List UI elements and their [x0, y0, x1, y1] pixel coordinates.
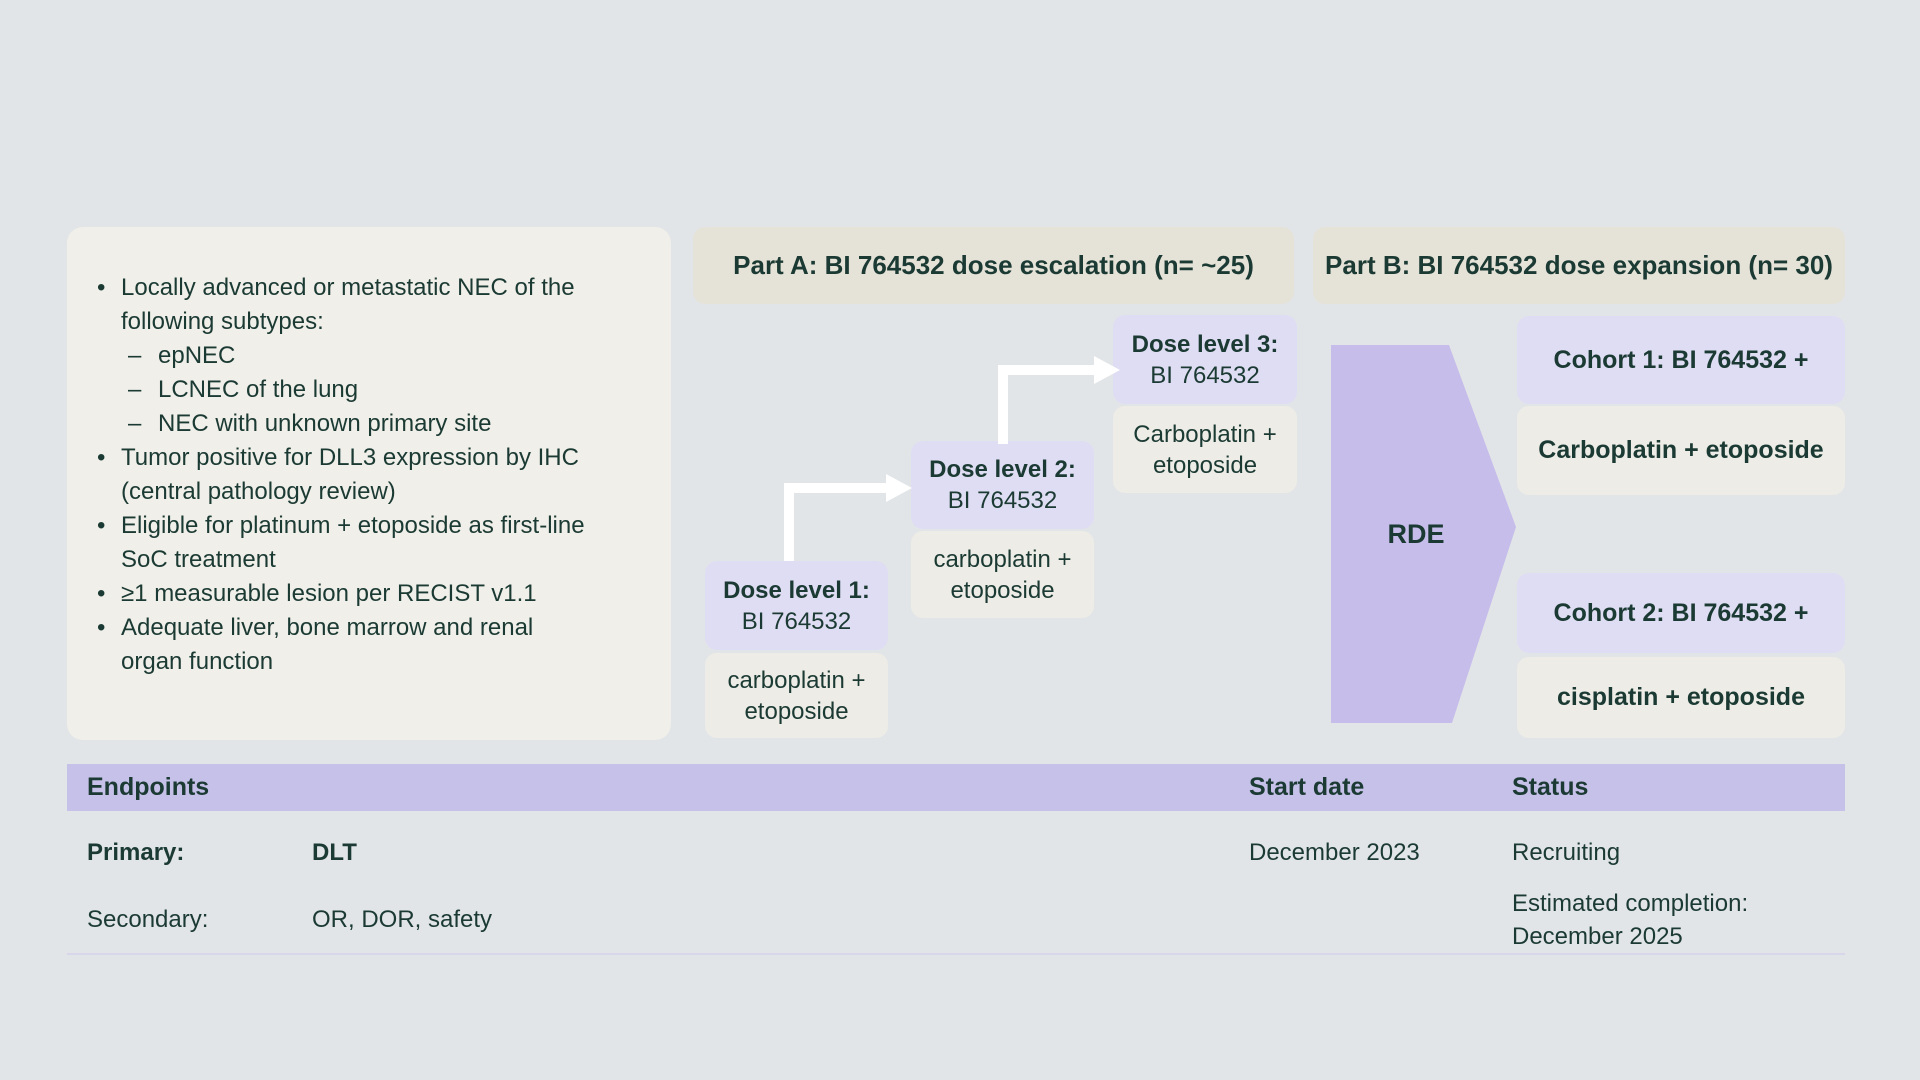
criteria-text: Adequate liver, bone marrow and renal or… — [121, 614, 534, 675]
bottom-divider — [67, 953, 1845, 955]
dose-level-3-chemo: Carboplatin + etoposide — [1133, 420, 1277, 479]
criteria-subitem: – NEC with unknown primary site — [128, 407, 647, 441]
escalation-arrow-1-head-icon — [886, 474, 912, 502]
cohort-1-box: Cohort 1: BI 764532 + — [1517, 316, 1845, 404]
dash-icon: – — [128, 410, 142, 437]
criteria-text: LCNEC of the lung — [158, 376, 359, 403]
criteria-text: Eligible for platinum + etoposide as fir… — [121, 512, 585, 573]
part-b-header: Part B: BI 764532 dose expansion (n= 30) — [1313, 227, 1845, 304]
cohort-1-title: Cohort 1: BI 764532 + — [1553, 345, 1809, 374]
dose-level-2-title: Dose level 2: — [929, 456, 1076, 483]
dose-level-2-box: Dose level 2: BI 764532 — [911, 441, 1094, 529]
criteria-item: • Adequate liver, bone marrow and renal … — [97, 611, 647, 679]
estimated-completion-value: Estimated completion: December 2025 — [1512, 890, 1749, 950]
escalation-arrow-2-head-icon — [1094, 356, 1120, 384]
criteria-text: NEC with unknown primary site — [158, 410, 492, 437]
criteria-text: Locally advanced or metastatic NEC of th… — [121, 274, 575, 335]
criteria-subitem: – LCNEC of the lung — [128, 373, 647, 407]
rde-label: RDE — [1387, 518, 1445, 549]
dose-level-1-drug: BI 764532 — [741, 607, 852, 635]
endpoint-primary-value: DLT — [312, 839, 357, 866]
dose-level-3-drug: BI 764532 — [1150, 361, 1260, 389]
criteria-item: • Eligible for platinum + etoposide as f… — [97, 509, 647, 577]
part-a-title: Part A: BI 764532 dose escalation (n= ~2… — [733, 250, 1254, 280]
criteria-text: Tumor positive for DLL3 expression by IH… — [121, 444, 579, 505]
bullet-icon: • — [97, 444, 106, 471]
column-header-endpoints: Endpoints — [87, 773, 210, 801]
escalation-arrow-2-line — [998, 365, 1096, 375]
dose-level-1-chemo: carboplatin + etoposide — [727, 666, 866, 725]
escalation-arrow-1-line — [784, 483, 794, 561]
dose-level-3-chemo-box: Carboplatin + etoposide — [1113, 406, 1297, 493]
criteria-text: epNEC — [158, 342, 236, 369]
column-header-status: Status — [1512, 773, 1589, 801]
escalation-arrow-2-line — [998, 365, 1008, 444]
cohort-1-chemo-box: Carboplatin + etoposide — [1517, 406, 1845, 495]
dose-level-2-chemo-box: carboplatin + etoposide — [911, 531, 1094, 618]
cohort-2-chemo: cisplatin + etoposide — [1557, 683, 1805, 711]
endpoint-secondary-label: Secondary: — [87, 906, 209, 933]
part-a-header: Part A: BI 764532 dose escalation (n= ~2… — [693, 227, 1294, 304]
criteria-item: • ≥1 measurable lesion per RECIST v1.1 — [97, 577, 647, 611]
cohort-2-box: Cohort 2: BI 764532 + — [1517, 573, 1845, 653]
status-value: Recruiting — [1512, 839, 1621, 866]
eligibility-criteria-box: • Locally advanced or metastatic NEC of … — [67, 227, 671, 740]
criteria-text: ≥1 measurable lesion per RECIST v1.1 — [121, 580, 537, 607]
table-header-bar: Endpoints Start date Status — [67, 764, 1845, 811]
endpoint-primary-label: Primary: — [87, 839, 185, 866]
dose-level-2-drug: BI 764532 — [947, 487, 1058, 514]
dose-level-1-chemo-box: carboplatin + etoposide — [705, 653, 888, 738]
dose-level-1-box: Dose level 1: BI 764532 — [705, 561, 888, 650]
dose-level-3-title: Dose level 3: — [1131, 330, 1279, 358]
bullet-icon: • — [97, 274, 106, 301]
criteria-subitem: – epNEC — [128, 339, 647, 373]
rde-chevron-icon — [1331, 345, 1516, 723]
criteria-item: • Tumor positive for DLL3 expression by … — [97, 441, 647, 509]
cohort-1-chemo: Carboplatin + etoposide — [1538, 436, 1824, 464]
start-date-value: December 2023 — [1249, 839, 1420, 866]
dose-level-1-title: Dose level 1: — [723, 576, 870, 604]
rde-chevron-shape — [1331, 345, 1516, 723]
dose-level-3-box: Dose level 3: BI 764532 — [1113, 315, 1297, 404]
criteria-item: • Locally advanced or metastatic NEC of … — [97, 271, 647, 339]
dash-icon: – — [128, 376, 142, 403]
bullet-icon: • — [97, 614, 106, 641]
bullet-icon: • — [97, 580, 106, 607]
cohort-2-title: Cohort 2: BI 764532 + — [1553, 598, 1809, 627]
endpoint-secondary-value: OR, DOR, safety — [312, 906, 493, 933]
dose-level-2-chemo: carboplatin + etoposide — [933, 545, 1072, 604]
bullet-icon: • — [97, 512, 106, 539]
dash-icon: – — [128, 342, 142, 369]
part-b-title: Part B: BI 764532 dose expansion (n= 30) — [1325, 250, 1833, 280]
escalation-arrow-1-line — [784, 483, 888, 493]
cohort-2-chemo-box: cisplatin + etoposide — [1517, 657, 1845, 738]
column-header-start-date: Start date — [1249, 773, 1365, 801]
